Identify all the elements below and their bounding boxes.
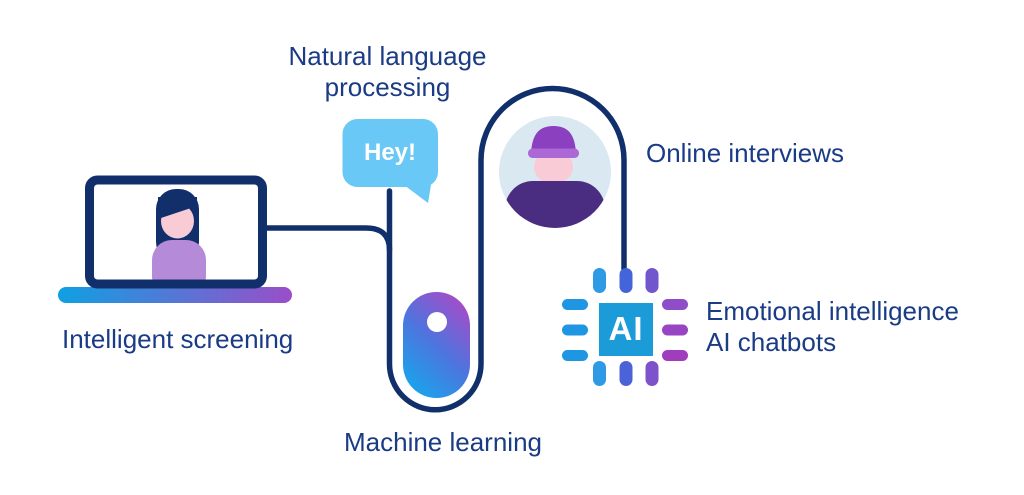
label-intelligent-screening: Intelligent screening	[62, 324, 294, 354]
avatar-icon	[499, 116, 611, 228]
label-natural-language-processing: Natural language processing	[288, 41, 487, 102]
mouse-icon	[403, 292, 470, 398]
connector-path	[263, 85, 627, 413]
label-ai-chatbots-line1: Emotional intelligence	[706, 296, 959, 326]
ai-chip-icon	[562, 268, 688, 386]
connector-main-line	[386, 85, 627, 413]
connector-laptop-branch	[263, 225, 393, 253]
laptop-screen-person	[152, 189, 206, 280]
speech-bubble-text: Hey!	[363, 139, 417, 166]
label-ai-chatbots: Emotional intelligence AI chatbots	[706, 296, 959, 358]
label-machine-learning: Machine learning	[343, 427, 542, 457]
speech-bubble-icon	[342, 119, 438, 203]
ai-chip-label: AI	[608, 310, 644, 347]
label-online-interviews: Online interviews	[646, 138, 844, 168]
laptop-base	[58, 287, 292, 303]
ai-chip-core	[599, 303, 653, 356]
label-ai-chatbots-line2: AI chatbots	[706, 327, 837, 357]
laptop-icon	[58, 175, 292, 303]
